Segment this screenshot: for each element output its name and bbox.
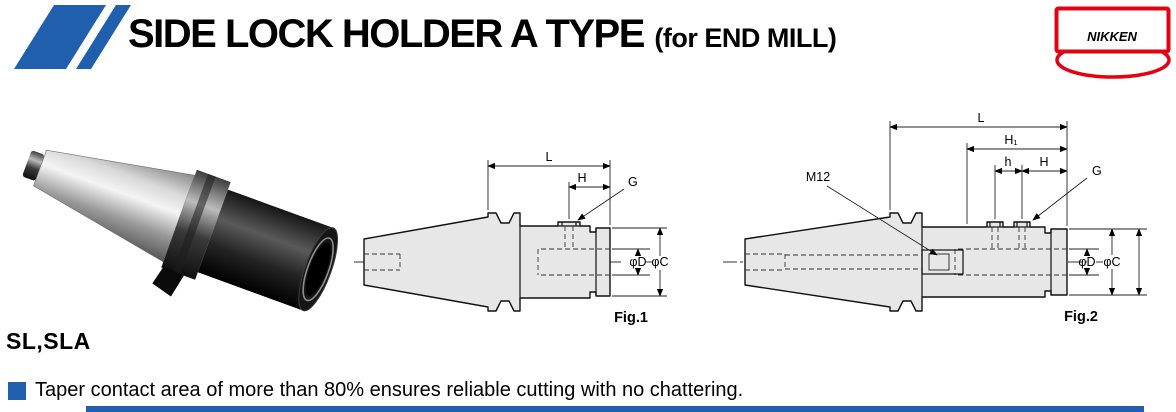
logo-text: NIKKEN [1087,29,1137,44]
series-label: SL,SLA [6,328,91,354]
fig2-dim-h: h [1005,155,1012,169]
fig1-drawing: L H G φD φC Fig.1 [354,150,669,326]
fig2-dim-phiC: φC [1103,255,1120,269]
clamp-lever [152,266,184,297]
flange-groove [172,173,216,275]
feature-text: Taper contact area of more than 80% ensu… [35,379,744,401]
taper-shank [33,149,196,263]
page-header: SIDE LOCK HOLDER A TYPE (for END MILL) [128,12,837,57]
fig2-dim-H1: H₁ [1004,133,1017,147]
table-header-bar [86,406,1144,412]
holder-body [197,189,334,311]
fig1-dim-H: H [577,171,586,185]
tool-bore [305,242,331,296]
fig2-dim-L: L [978,111,985,125]
blue-square-bullet-icon [8,381,26,400]
fig2-caption: Fig.2 [1064,309,1098,325]
fig2-dim-M12: M12 [806,170,830,184]
fig1-dim-phiD: φD [629,255,646,269]
fig1-caption: Fig.1 [614,310,648,326]
feature-row: Taper contact area of more than 80% ensu… [8,379,743,402]
fig1-dim-L: L [546,150,553,164]
bore-rim [302,237,334,302]
nikken-logo: NIKKEN [1054,6,1171,79]
fig2-dim-H: H [1039,155,1048,169]
holder-outline [744,212,1068,312]
page-title: SIDE LOCK HOLDER A TYPE [128,12,645,56]
pull-stud [22,150,44,181]
fig2-dim-phiD: φD [1078,255,1095,269]
fig1-dim-phiC: φC [651,255,668,269]
fig2-drawing: L H₁ h H G M12 φD φC Fig.2 [723,111,1147,325]
fig2-dim-G: G [1092,164,1102,178]
product-photo [22,149,339,312]
fig1-dim-G: G [628,175,638,189]
page-subtitle: (for END MILL) [654,23,837,53]
logo-box [1054,6,1171,54]
